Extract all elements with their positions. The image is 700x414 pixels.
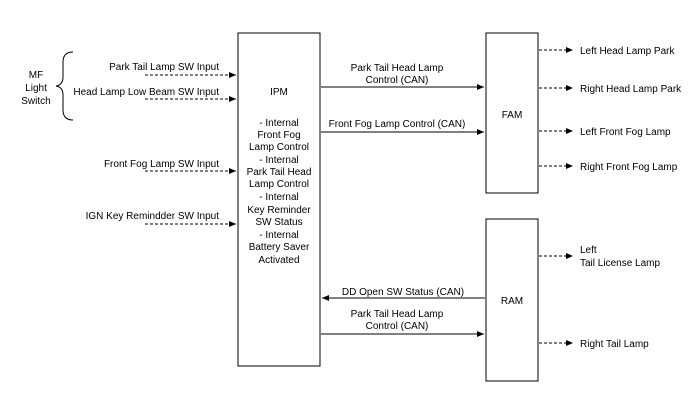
ipm-function-line: Battery Saver — [249, 242, 310, 253]
ram-box — [485, 218, 539, 382]
ipm-function-line: - Internal — [259, 192, 298, 203]
ipm-function-line: Lamp Control — [249, 179, 309, 190]
fam-label: FAM — [502, 110, 523, 121]
can-park-tail-fam-label: Park Tail Head Lamp — [351, 63, 444, 74]
ipm-function-line: Lamp Control — [249, 142, 309, 153]
ram-out-right-tail-label: Right Tail Lamp — [580, 339, 649, 350]
input-front-fog-label: Front Fog Lamp SW Input — [104, 159, 219, 170]
fam-out-left-head-park-label: Left Head Lamp Park — [580, 46, 675, 57]
fam-out-right-front-fog-label: Right Front Fog Lamp — [580, 162, 678, 173]
ipm-function-line: - Internal — [259, 230, 298, 241]
input-ign-key-label: IGN Key Remindder SW Input — [86, 211, 220, 222]
ram-out-left-tail-license-label: Tail License Lamp — [580, 258, 660, 269]
ram-out-left-tail-license-label: Left — [580, 245, 597, 256]
fam-out-right-head-park-label: Right Head Lamp Park — [580, 84, 682, 95]
ipm-function-line: Front Fog — [257, 130, 300, 141]
ipm-function-line: - Internal — [259, 155, 298, 166]
can-dd-open-label: DD Open SW Status (CAN) — [342, 287, 464, 298]
ipm-label: IPM — [270, 87, 288, 98]
fam-box — [485, 32, 539, 194]
can-park-tail-ram-label: Control (CAN) — [366, 321, 429, 332]
switch-label-line: Light — [25, 83, 47, 94]
can-park-tail-fam-label: Control (CAN) — [366, 75, 429, 86]
ipm-function-line: SW Status — [255, 217, 302, 228]
can-front-fog-fam-label: Front Fog Lamp Control (CAN) — [329, 119, 466, 130]
ipm-functions: - Internal Front Fog Lamp Control - Inte… — [247, 118, 312, 266]
ram-label: RAM — [501, 296, 523, 307]
can-park-tail-ram-label: Park Tail Head Lamp — [351, 309, 444, 320]
ipm-function-line: Activated — [258, 255, 299, 266]
ipm-box — [237, 32, 321, 367]
switch-brace — [55, 51, 74, 121]
switch-label-line: MF — [29, 70, 43, 81]
ipm-function-line: Key Reminder — [247, 205, 311, 216]
switch-label-line: Switch — [21, 96, 50, 107]
input-head-low-label: Head Lamp Low Beam SW Input — [73, 87, 219, 98]
ipm-function-line: - Internal — [259, 118, 298, 129]
fam-out-left-front-fog-label: Left Front Fog Lamp — [580, 127, 671, 138]
ipm-function-line: Park Tail Head — [247, 167, 312, 178]
input-park-tail-label: Park Tail Lamp SW Input — [109, 62, 219, 73]
